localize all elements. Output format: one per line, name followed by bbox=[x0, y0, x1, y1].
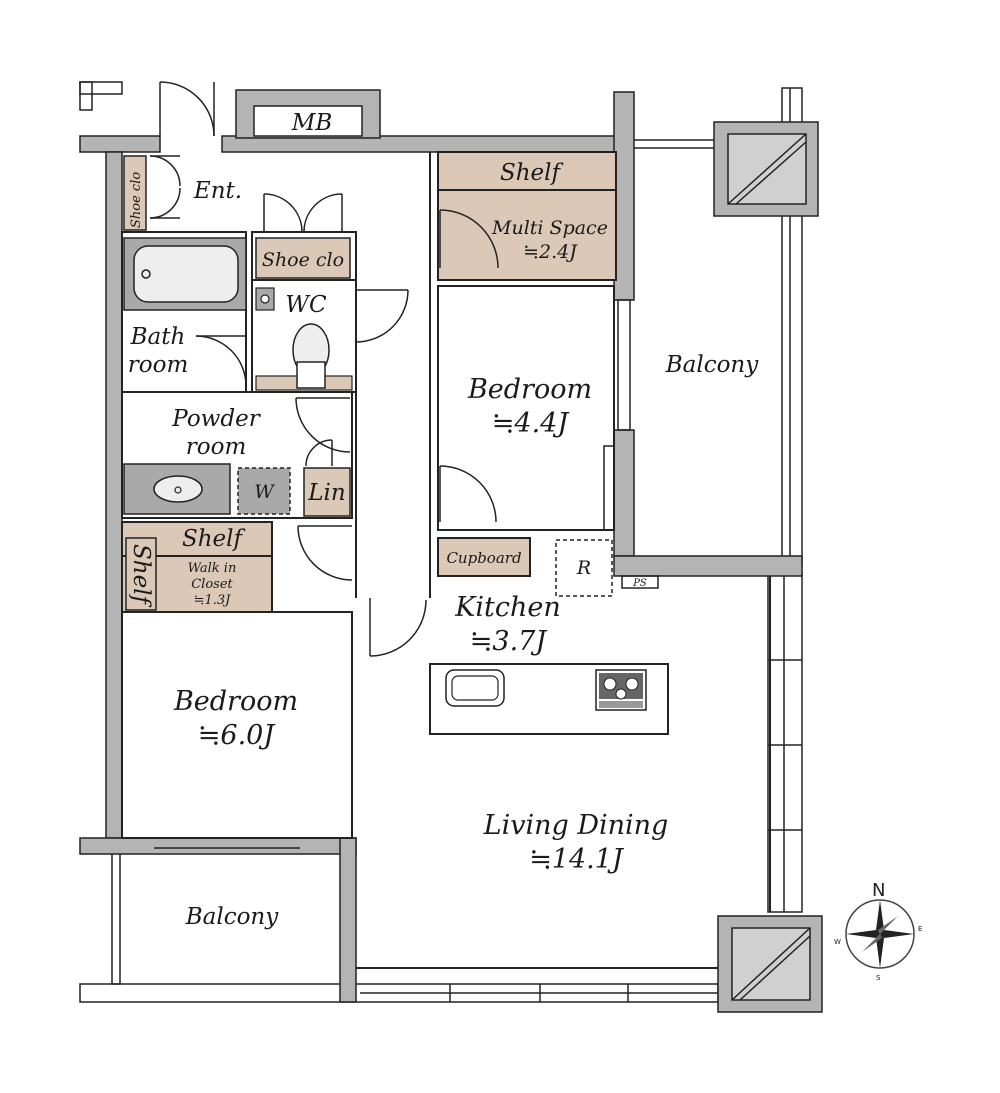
compass-icon: N S E W bbox=[834, 880, 922, 982]
balcony-bottom-label: Balcony bbox=[185, 904, 280, 930]
shoe-closet-side-label: Shoe clo bbox=[129, 172, 144, 228]
living-dining-label: Living Dining bbox=[483, 810, 669, 841]
wc-label: WC bbox=[285, 292, 327, 318]
multi-space-label: Multi Space bbox=[491, 217, 608, 239]
bathtub-icon bbox=[133, 245, 239, 303]
multi-space-area: ≒2.4J bbox=[523, 241, 578, 263]
balcony-right-label: Balcony bbox=[665, 352, 760, 378]
door-swings bbox=[149, 81, 499, 657]
shelf-wic-label: Shelf bbox=[182, 526, 246, 552]
washer-label: W bbox=[254, 481, 275, 503]
compass-s: S bbox=[876, 974, 881, 982]
kitchen-area: ≒3.7J bbox=[470, 626, 549, 657]
entrance-label: Ent. bbox=[193, 178, 242, 204]
linen-label: Lin bbox=[307, 480, 345, 506]
compass-w: W bbox=[834, 938, 841, 946]
wic-area: ≒1.3J bbox=[194, 593, 232, 608]
ps-label: PS bbox=[632, 578, 647, 589]
sink-icon bbox=[153, 475, 203, 503]
shelf-top-label: Shelf bbox=[500, 160, 564, 186]
compass-n: N bbox=[872, 880, 885, 901]
wic-label-2: Closet bbox=[191, 577, 233, 592]
bedroom-left-area: ≒6.0J bbox=[198, 720, 277, 751]
compass-e: E bbox=[918, 925, 922, 933]
linen-closet bbox=[303, 467, 351, 517]
bath-label-2: room bbox=[128, 352, 189, 378]
fixtures bbox=[123, 237, 647, 711]
shoe-closet-label: Shoe clo bbox=[262, 249, 344, 271]
bedroom-left-label: Bedroom bbox=[173, 686, 298, 717]
bedroom-right-label: Bedroom bbox=[467, 374, 592, 405]
partitions bbox=[121, 151, 771, 969]
shelf-side-label: Shelf bbox=[128, 544, 154, 608]
column-hatch bbox=[727, 133, 811, 1001]
shoe-closet-side bbox=[123, 155, 147, 231]
wic-side-shelf bbox=[125, 537, 157, 611]
powder-label-2: room bbox=[186, 434, 247, 460]
mb-box bbox=[253, 105, 363, 137]
bath-label: Bath bbox=[130, 324, 186, 350]
cupboard-label: Cupboard bbox=[446, 549, 521, 567]
wic-label-1: Walk in bbox=[188, 561, 237, 576]
mb-label: MB bbox=[291, 110, 332, 136]
bedroom-right-area: ≒4.4J bbox=[492, 408, 571, 439]
kitchen-sink-icon bbox=[445, 669, 505, 707]
washer-space bbox=[237, 467, 291, 515]
fridge-label: R bbox=[576, 557, 591, 579]
living-dining-area: ≒14.1J bbox=[529, 844, 625, 875]
powder-label: Powder bbox=[171, 406, 261, 432]
kitchen-label: Kitchen bbox=[454, 592, 561, 623]
shoe-closet bbox=[255, 237, 351, 279]
